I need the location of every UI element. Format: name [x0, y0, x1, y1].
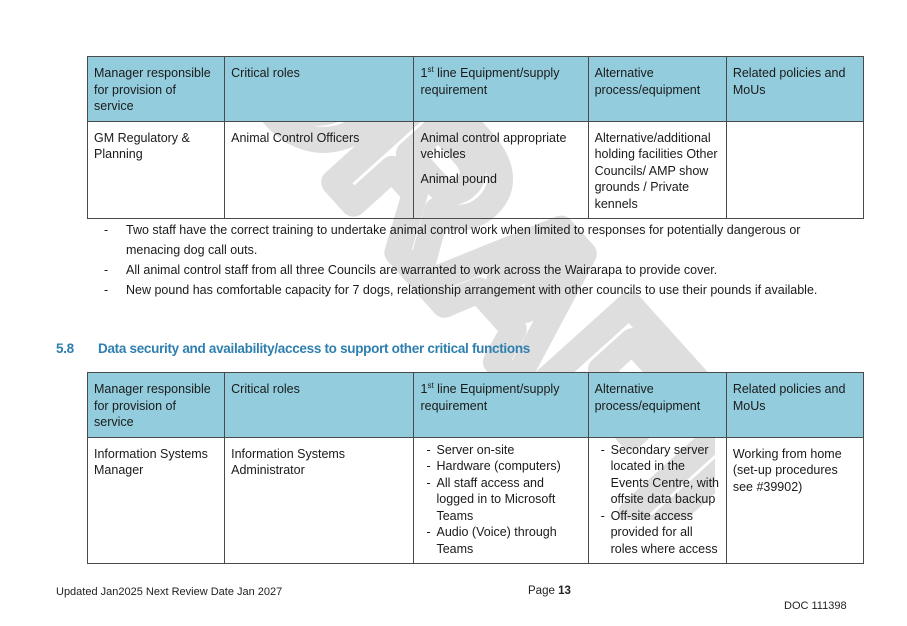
header-critical-roles: Critical roles — [224, 372, 415, 438]
header-alternative: Alternative process/equipment — [587, 372, 727, 438]
list-item: Hardware (computers) — [426, 458, 581, 475]
cell-equipment: Animal control appropriate vehicles Anim… — [413, 120, 589, 219]
header-equipment: 1st line Equipment/supply requirement — [413, 372, 589, 438]
animal-control-table: Manager responsible for provision of ser… — [86, 56, 865, 219]
list-item: Off-site access provided for all roles w… — [601, 508, 720, 558]
cell-alternative: Secondary server located in the Events C… — [587, 436, 727, 564]
cell-equipment: Server on-site Hardware (computers) All … — [413, 436, 589, 564]
table-header-row: Manager responsible for provision of ser… — [86, 372, 865, 438]
section-title: Data security and availability/access to… — [98, 341, 530, 356]
table-header-row: Manager responsible for provision of ser… — [86, 56, 865, 122]
header-policies: Related policies and MoUs — [725, 372, 865, 438]
list-item: -Two staff have the correct training to … — [104, 223, 801, 257]
cell-policies — [725, 120, 865, 219]
cell-alternative: Alternative/additional holding facilitie… — [587, 120, 727, 219]
header-equipment: 1st line Equipment/supply requirement — [413, 56, 589, 122]
header-manager: Manager responsible for provision of ser… — [86, 372, 226, 438]
list-item: -All animal control staff from all three… — [104, 263, 718, 277]
header-alternative: Alternative process/equipment — [587, 56, 727, 122]
cell-policies: Working from home (set-up procedures see… — [725, 436, 865, 564]
footer-page-number: Page 13 — [528, 585, 571, 597]
list-item: Secondary server located in the Events C… — [601, 442, 720, 508]
list-item: Audio (Voice) through Teams — [426, 524, 581, 557]
footer-review-date: Updated Jan2025 Next Review Date Jan 202… — [56, 586, 283, 598]
cell-roles: Information Systems Administrator — [224, 436, 415, 564]
notes-list: -Two staff have the correct training to … — [104, 220, 844, 300]
footer-doc-number: DOC 111398 — [784, 600, 847, 612]
table-row: Information Systems Manager Information … — [86, 436, 865, 564]
list-item: -New pound has comfortable capacity for … — [104, 283, 818, 297]
cell-manager: Information Systems Manager — [86, 436, 226, 564]
section-number: 5.8 — [56, 341, 74, 356]
list-item: All staff access and logged in to Micros… — [426, 475, 581, 525]
table-row: GM Regulatory & Planning Animal Control … — [86, 120, 865, 219]
header-critical-roles: Critical roles — [224, 56, 415, 122]
cell-manager: GM Regulatory & Planning — [86, 120, 226, 219]
list-item: Server on-site — [426, 442, 581, 459]
section-heading: 5.8 Data security and availability/access… — [56, 341, 530, 356]
header-manager: Manager responsible for provision of ser… — [86, 56, 226, 122]
data-security-table: Manager responsible for provision of ser… — [86, 372, 865, 564]
header-policies: Related policies and MoUs — [725, 56, 865, 122]
cell-roles: Animal Control Officers — [224, 120, 415, 219]
